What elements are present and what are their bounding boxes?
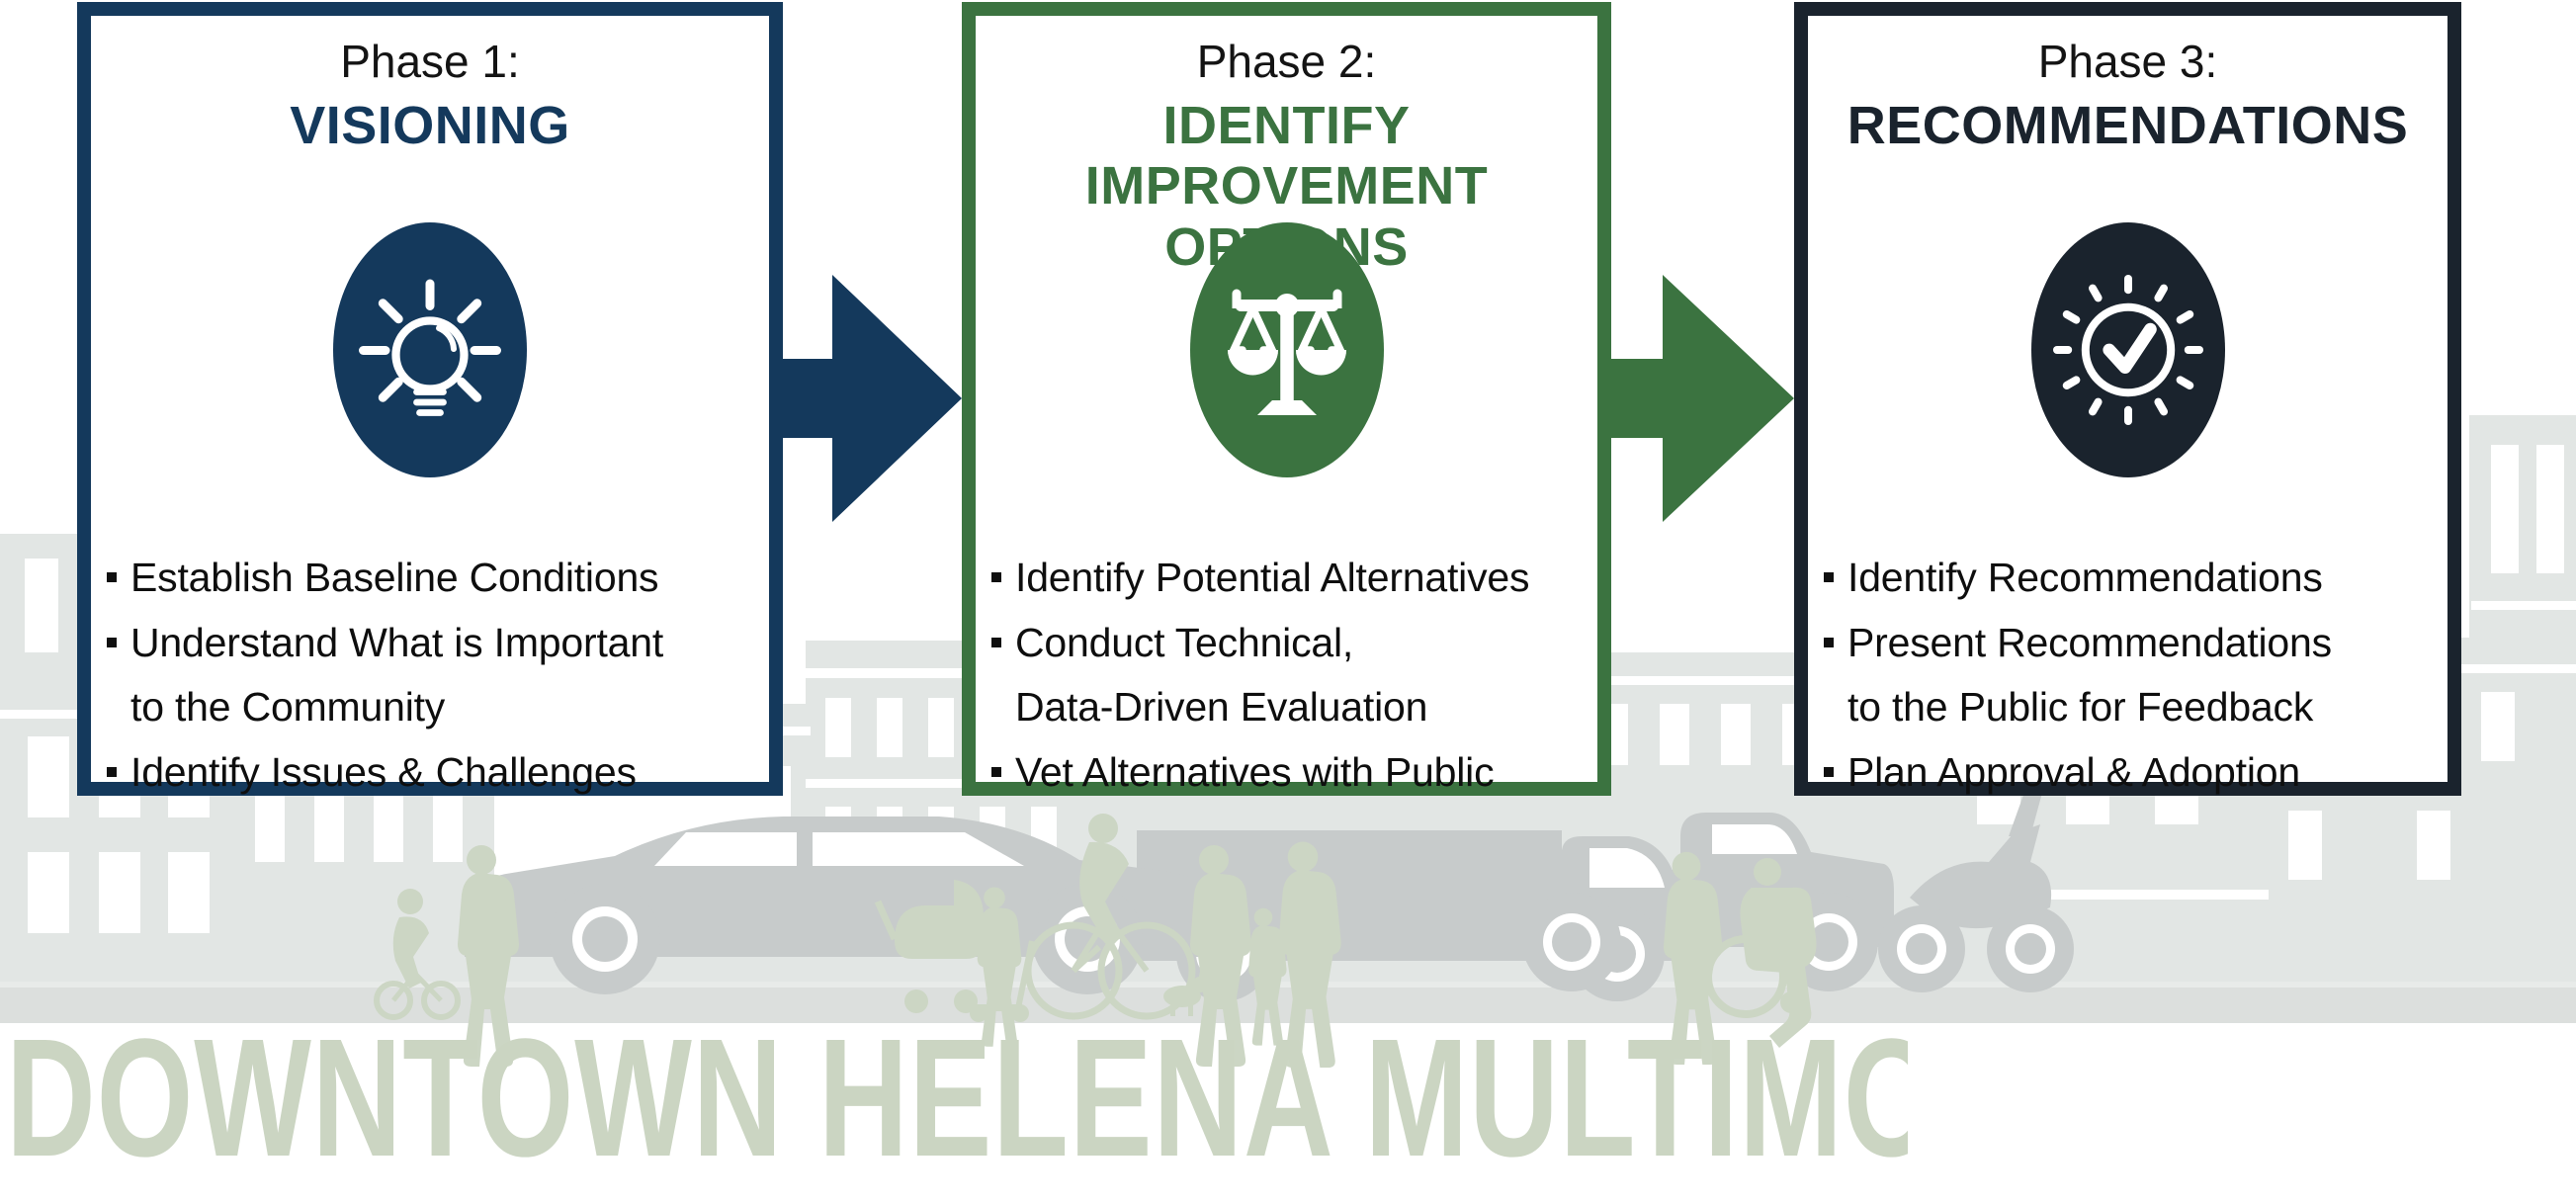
bullet-marker (1824, 572, 1834, 582)
phase-1-title: VISIONING (290, 95, 570, 155)
phase-3-title: RECOMMENDATIONS (1846, 95, 2409, 155)
bullet-item: Conduct Technical, Data-Driven Evaluatio… (991, 611, 1586, 740)
wheelchair-group (1663, 851, 1817, 1065)
pedestrian-silhouettes (374, 814, 1817, 1069)
arrow-phase1-to-phase2 (783, 275, 962, 522)
phase-2-title: IDENTIFY IMPROVEMENT OPTIONS (1084, 95, 1489, 277)
phase-3-label: Phase 3: (2037, 36, 2218, 87)
phase-1-box: Phase 1: VISIONING Establish Baseline Co… (77, 2, 783, 796)
phase-1-bullets: Establish Baseline Conditions Understand… (107, 546, 757, 805)
bullet-marker (107, 572, 117, 582)
arrow-phase2-to-phase3 (1611, 275, 1794, 522)
check-badge-icon (2030, 222, 2225, 477)
bullet-item: Plan Approval & Adoption (1824, 740, 2436, 806)
phase-3-bullets: Identify Recommendations Present Recomme… (1824, 546, 2436, 805)
stroller (874, 880, 984, 1013)
bullet-item: Vet Alternatives with Public (991, 740, 1586, 806)
scales-icon (1189, 222, 1384, 477)
phase-3-box: Phase 3: RECOMMENDATIONS (1794, 2, 2461, 796)
bullet-marker (991, 766, 1001, 777)
bullet-item: Identify Potential Alternatives (991, 546, 1586, 611)
bullet-marker (991, 572, 1001, 582)
cyclist (1024, 814, 1196, 1020)
bullet-marker (1824, 766, 1834, 777)
bullet-marker (991, 637, 1001, 647)
motorcycle-silhouette (1878, 787, 2074, 992)
child-on-bike (374, 889, 461, 1020)
bullet-item: Establish Baseline Conditions (107, 546, 757, 611)
bullet-marker (107, 637, 117, 647)
bullet-item: Present Recommendations to the Public fo… (1824, 611, 2436, 740)
phase-2-bullets: Identify Potential Alternatives Conduct … (991, 546, 1586, 805)
lightbulb-icon (333, 222, 527, 477)
phase-1-label: Phase 1: (340, 36, 520, 87)
bullet-item: Understand What is Important to the Comm… (107, 611, 757, 740)
bullet-item: Identify Recommendations (1824, 546, 2436, 611)
bullet-item: Identify Issues & Challenges (107, 740, 757, 806)
bullet-marker (107, 766, 117, 777)
car-silhouette (465, 817, 1221, 994)
plan-watermark-title: DOWNTOWN HELENA MULTIMODAL PLAN (6, 1010, 1908, 1192)
phase-2-box: Phase 2: IDENTIFY IMPROVEMENT OPTIONS Id… (962, 2, 1611, 796)
adult-with-child-and-dog (1163, 845, 1287, 1067)
phase-2-label: Phase 2: (1196, 36, 1377, 87)
bullet-marker (1824, 637, 1834, 647)
